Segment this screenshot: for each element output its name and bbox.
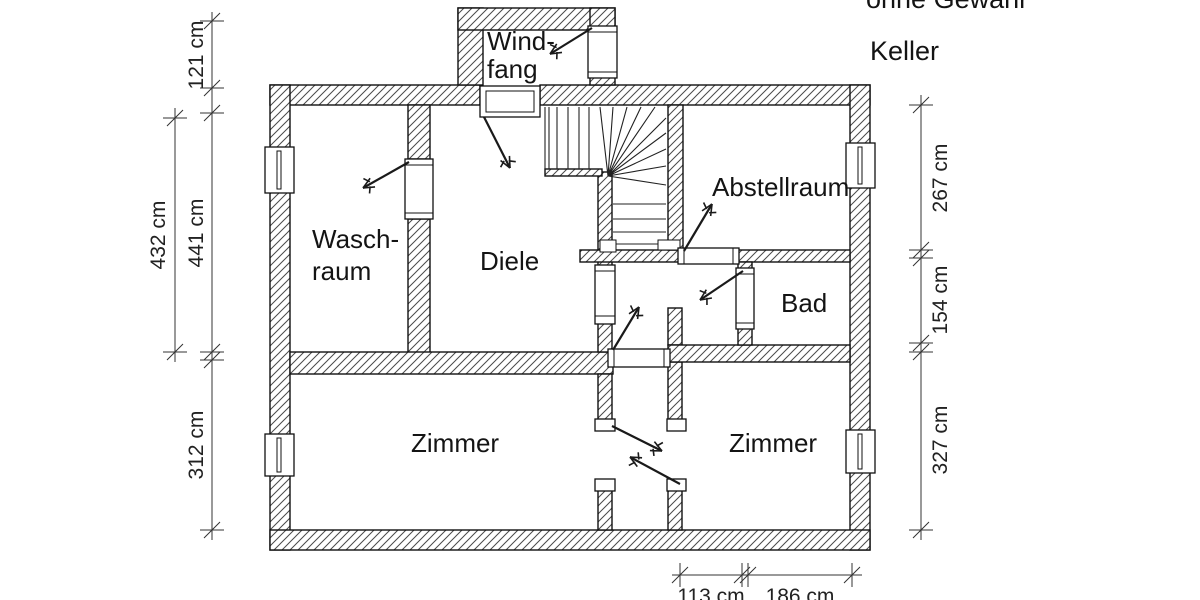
door-frame-bad: [735, 267, 755, 330]
door-frame-windfang-diele: [479, 85, 541, 118]
door-zimmer-left: [611, 425, 664, 457]
door-leaves: [362, 27, 744, 485]
wall-corridor-left-c: [597, 373, 613, 426]
room-label-diele: Diele: [480, 246, 539, 276]
interior-walls: [289, 104, 851, 531]
dim-label-432: 432 cm: [147, 201, 170, 270]
room-label-waschraum-line1: Wasch-: [312, 224, 399, 254]
outer-walls: [269, 84, 871, 551]
dim-ticks-right: [909, 96, 933, 539]
window-zimmer-left: [264, 433, 295, 477]
door-frame-zimmer-right: [666, 418, 687, 492]
door-frames: [404, 25, 755, 492]
dim-label-154: 154 cm: [929, 266, 952, 335]
wall-bad-bottom: [667, 344, 851, 363]
wall-top-right: [539, 84, 871, 106]
dim-label-441: 441 cm: [185, 199, 208, 268]
dim-label-312: 312 cm: [185, 411, 208, 480]
windfang-wall-right-upper: [589, 7, 616, 29]
door-frame-abstellraum: [677, 247, 740, 265]
door-corridor: [612, 305, 644, 351]
wall-waschraum-diele-upper: [407, 104, 431, 160]
stair-treads-lower: [613, 203, 666, 245]
door-frame-diele-corridor: [594, 264, 616, 325]
dim-label-327: 327 cm: [929, 406, 952, 475]
dim-label-113: 113 cm: [677, 585, 744, 600]
stair-edge-strip: [544, 168, 603, 177]
winder-staircase: [544, 106, 681, 253]
dim-ticks-left-outer: [163, 109, 187, 361]
room-label-windfang-line2: fang: [487, 54, 538, 84]
stair-landing-box-left: [599, 239, 617, 253]
door-frame-corridor: [607, 348, 671, 368]
room-label-zimmer-right: Zimmer: [729, 428, 817, 458]
wall-stair-right: [667, 104, 684, 251]
labels: ohne Gewähr Keller Wind- fang Wasch- rau…: [147, 0, 1028, 600]
room-label-bad: Bad: [781, 288, 827, 318]
wall-corridor-right-c: [667, 484, 683, 531]
dim-ticks-bottom: [671, 563, 861, 587]
wall-bad-left-lower: [737, 326, 753, 346]
door-frame-zimmer-left: [594, 418, 616, 492]
dim-label-186: 186 cm: [766, 585, 835, 600]
wall-bottom: [269, 529, 871, 551]
window-zimmer-right: [845, 429, 876, 474]
door-frame-windfang-entry: [587, 25, 618, 79]
wall-corridor-left-d: [597, 484, 613, 531]
door-bad: [699, 270, 744, 305]
floor-title: Keller: [870, 36, 939, 66]
wall-top-left: [269, 84, 481, 106]
room-label-abstellraum: Abstellraum: [712, 172, 849, 202]
wall-waschraum-diele-lower: [407, 218, 431, 355]
windows: [264, 142, 876, 477]
disclaimer-text: ohne Gewähr: [866, 0, 1028, 14]
stair-treads-winder-fan: [599, 106, 667, 186]
room-label-windfang-line1: Wind-: [487, 26, 555, 56]
dim-ticks-left-inner: [200, 12, 224, 539]
dimension-lines: [163, 12, 933, 587]
dim-label-267: 267 cm: [929, 144, 952, 213]
door-windfang-entry: [549, 27, 593, 60]
room-label-waschraum-line2: raum: [312, 256, 371, 286]
window-abstellraum: [845, 142, 876, 189]
room-label-zimmer-left: Zimmer: [411, 428, 499, 458]
dim-label-121: 121 cm: [185, 21, 208, 90]
wall-corridor-right-b: [667, 361, 683, 426]
window-waschraum: [264, 146, 295, 194]
door-frame-waschraum: [404, 158, 434, 220]
wall-horizontal-main: [289, 351, 614, 375]
door-windfang-diele: [483, 116, 516, 169]
wall-abstellraum-bottom-left: [579, 249, 683, 263]
stair-start-edge: [544, 107, 550, 169]
stair-landing-box-right: [657, 239, 681, 251]
windfang-walls: [457, 7, 616, 86]
door-zimmer-right: [628, 452, 681, 485]
stair-treads-upper: [556, 107, 590, 169]
wall-corridor-right-stub: [667, 307, 683, 346]
wall-corridor-left-b: [597, 321, 613, 353]
door-abstellraum: [683, 202, 717, 252]
wall-abstellraum-bottom-right: [736, 249, 851, 263]
door-waschraum: [362, 161, 410, 194]
